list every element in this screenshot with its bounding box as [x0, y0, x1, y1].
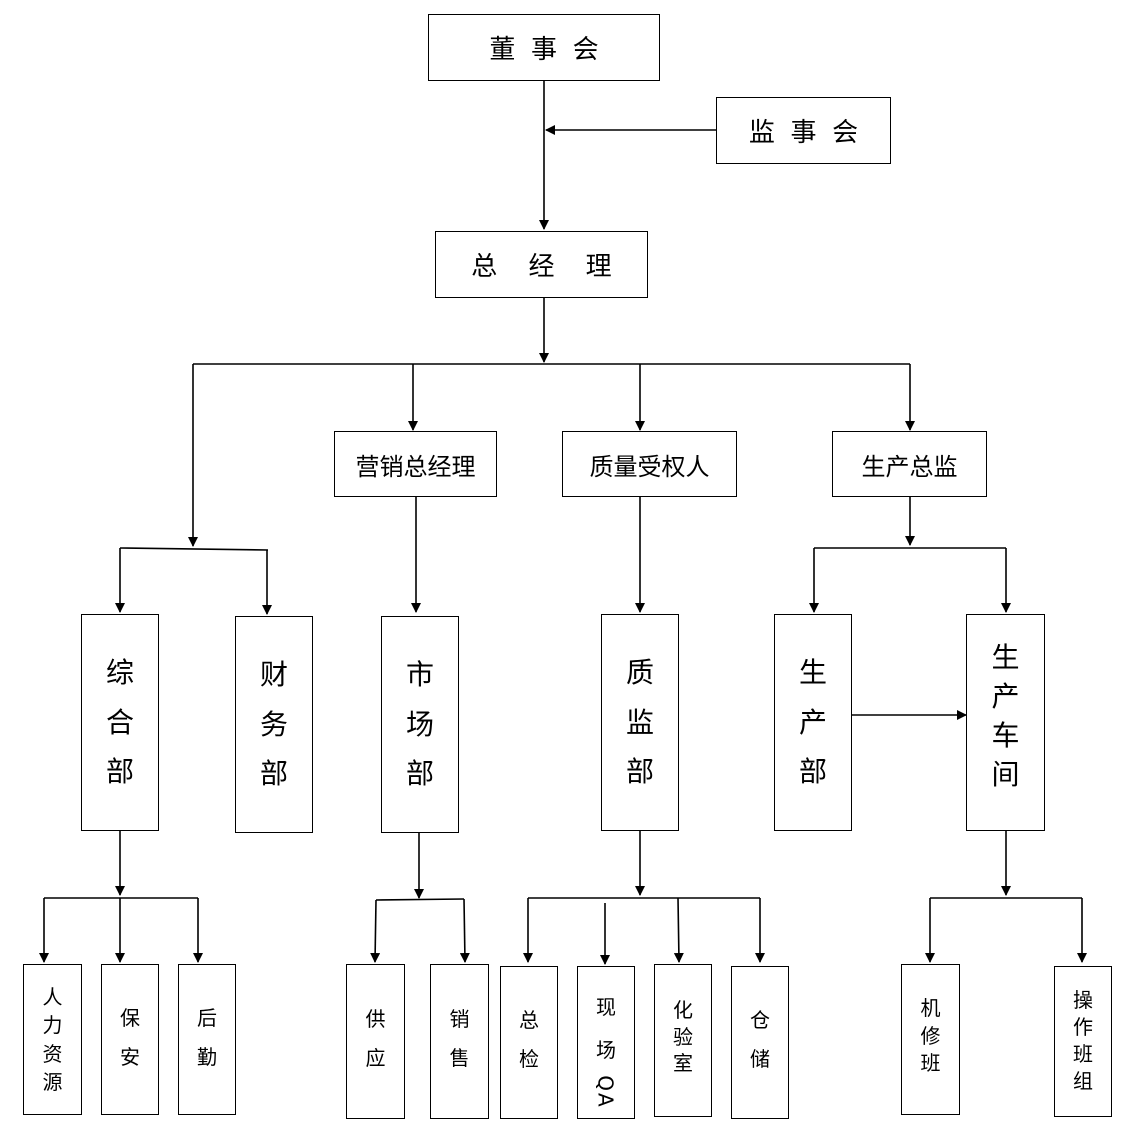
general-dept-node: 综合部 [81, 614, 159, 831]
warehouse-team-node: 仓储 [731, 966, 789, 1119]
supervisors-node: 监事会 [716, 97, 891, 164]
label-char: 部 [105, 755, 134, 789]
hr-team-node: 人力资源 [23, 964, 82, 1115]
prod-director-node: 生产总监 [832, 431, 987, 497]
prod-director-label: 生产总监 [861, 452, 958, 481]
label-char: 监 [625, 705, 654, 739]
security-team-label: 保安 [120, 965, 140, 1114]
label-char: 场 [405, 707, 434, 741]
label-char: 销 [449, 1006, 470, 1031]
hr-team-label: 人力资源 [43, 965, 63, 1114]
gm-label: 总经理 [471, 252, 643, 282]
sales-team-label: 销售 [450, 965, 470, 1118]
finance-dept-node: 财务部 [235, 616, 313, 833]
label-char: 部 [798, 755, 827, 789]
label-char: 机 [920, 996, 941, 1021]
sales-team-node: 销售 [430, 964, 489, 1119]
label-char: 生 [991, 641, 1020, 674]
finance-dept-label: 财务部 [260, 617, 288, 832]
maintenance-team-node: 机修班 [901, 964, 960, 1115]
label-char: 储 [750, 1047, 770, 1071]
label-char: 检 [519, 1047, 539, 1071]
general-dept-label: 综合部 [106, 615, 134, 830]
onsite-qa-team-label: 现 场 QA [589, 967, 622, 1118]
label-char: 综 [105, 655, 134, 689]
label-char: 市 [405, 657, 434, 691]
logistics-team-node: 后勤 [178, 964, 236, 1115]
label-char: 修 [920, 1023, 941, 1048]
onsite-qa-team-node: 现 场 QA [577, 966, 635, 1119]
gm-node: 总经理 [435, 231, 648, 298]
maintenance-team-label: 机修班 [921, 965, 941, 1114]
production-dept-node: 生产部 [774, 614, 852, 831]
quality-dept-label: 质监部 [626, 615, 654, 830]
production-dept-label: 生产部 [799, 615, 827, 830]
operations-team-node: 操作班组 [1054, 966, 1112, 1117]
sales-gm-label: 营销总经理 [355, 452, 476, 481]
label-char: 质 [625, 655, 654, 689]
label-char: 间 [991, 758, 1020, 791]
security-team-node: 保安 [101, 964, 159, 1115]
label-char: 操 [1073, 988, 1093, 1012]
label-char: 合 [105, 705, 134, 739]
final-inspection-team-label: 总检 [519, 967, 539, 1118]
label-char: 班 [1073, 1042, 1093, 1066]
label-char: 部 [259, 757, 288, 791]
sales-gm-node: 营销总经理 [334, 431, 497, 497]
label-char: 生 [798, 655, 827, 689]
supply-team-node: 供应 [346, 964, 405, 1119]
qa-person-node: 质量受权人 [562, 431, 737, 497]
label-char: 化 [673, 997, 693, 1022]
market-dept-node: 市场部 [381, 616, 459, 833]
label-char: 验 [673, 1024, 693, 1049]
label-char: 总 [519, 1008, 539, 1032]
market-dept-label: 市场部 [406, 617, 434, 832]
quality-dept-node: 质监部 [601, 614, 679, 831]
label-char: 后 [197, 1006, 217, 1030]
warehouse-team-label: 仓储 [750, 967, 770, 1118]
label-char: 人 [42, 985, 63, 1010]
final-inspection-team-node: 总检 [500, 966, 558, 1119]
onsite-qa-abbrev: QA [594, 1075, 618, 1109]
lab-team-label: 化验室 [673, 965, 693, 1116]
board-node: 董事会 [428, 14, 660, 81]
label-char: 班 [920, 1050, 941, 1075]
label-char: 组 [1073, 1069, 1093, 1093]
label-char: 保 [120, 1006, 140, 1030]
label-char: 产 [991, 680, 1020, 713]
operations-team-label: 操作班组 [1073, 967, 1093, 1116]
label-char: 力 [42, 1013, 63, 1038]
label-char: 室 [673, 1051, 693, 1076]
label-char: 应 [365, 1046, 386, 1071]
label-char: 售 [449, 1046, 470, 1071]
logistics-team-label: 后勤 [197, 965, 217, 1114]
label-char: 仓 [750, 1008, 770, 1032]
label-char: 供 [365, 1006, 386, 1031]
label-char: 作 [1073, 1015, 1093, 1039]
label-char: 安 [120, 1045, 140, 1069]
label-char: 资 [42, 1041, 63, 1066]
workshop-node: 生产车间 [966, 614, 1045, 831]
label-char: 勤 [197, 1045, 217, 1069]
label-char: 车 [991, 719, 1020, 752]
board-label: 董事会 [489, 35, 615, 65]
supervisors-label: 监事会 [748, 118, 874, 148]
lab-team-node: 化验室 [654, 964, 712, 1117]
label-char: 部 [625, 755, 654, 789]
supply-team-label: 供应 [366, 965, 386, 1118]
label-char: 务 [259, 707, 288, 741]
qa-person-label: 质量受权人 [589, 452, 710, 481]
onsite-qa-char-2: 场 [596, 1037, 616, 1062]
label-char: 源 [42, 1069, 63, 1094]
label-char: 财 [259, 657, 288, 691]
workshop-label: 生产车间 [991, 615, 1019, 830]
onsite-qa-char-1: 现 [596, 995, 616, 1019]
label-char: 部 [405, 757, 434, 791]
label-char: 产 [798, 705, 827, 739]
